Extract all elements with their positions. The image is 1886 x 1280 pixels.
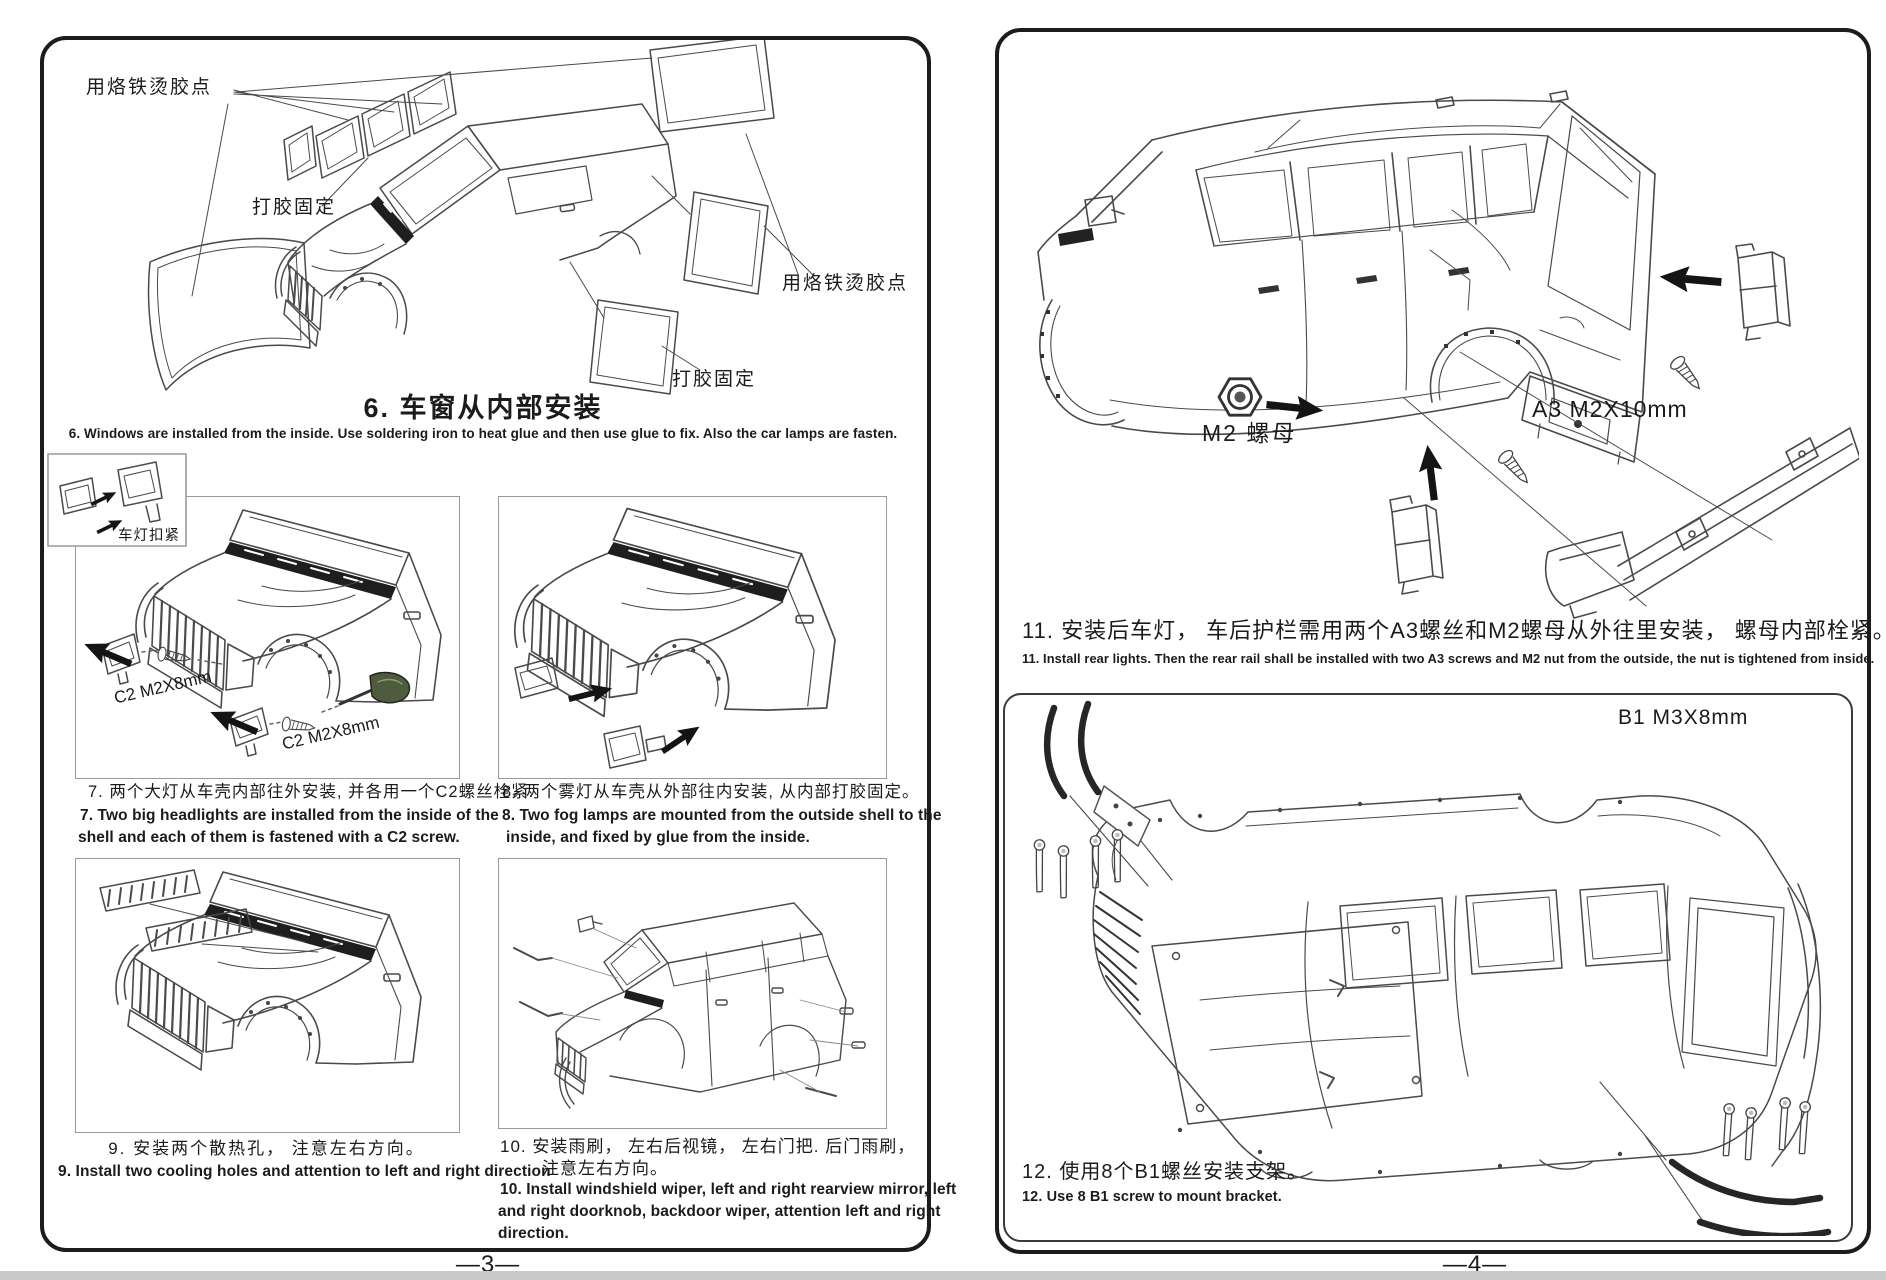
step12-en: 12. Use 8 B1 screw to mount bracket. xyxy=(1022,1189,1282,1205)
label-glue-left: 打胶固定 xyxy=(252,197,337,218)
screw-label-a3: A3 M2X10mm xyxy=(1532,396,1688,422)
step12-zh: 12. 使用8个B1螺丝安装支架。 xyxy=(1022,1161,1308,1183)
step8-zh: 8. 两个雾灯从车壳从外部往内安装, 从内部打胶固定。 xyxy=(502,783,920,801)
bracket-mount-illustration xyxy=(1028,700,1832,1236)
direction-arrow-icon xyxy=(1415,443,1446,502)
foglamp-install-illustration xyxy=(513,507,837,769)
step9-en: 9. Install two cooling holes and attenti… xyxy=(58,1163,551,1180)
direction-arrow-icon xyxy=(1658,263,1723,296)
step12-panel xyxy=(1003,693,1853,1242)
headlight-install-illustration xyxy=(47,453,443,757)
window-install-illustration xyxy=(147,40,815,395)
screw-label-b1: B1 M3X8mm xyxy=(1618,706,1749,729)
wiper-mirror-install-illustration xyxy=(513,902,866,1109)
right-page-border xyxy=(995,28,1871,1254)
cooling-holes-illustration xyxy=(99,869,423,1072)
nut-label: M2 螺母 xyxy=(1202,420,1297,446)
step7-en1: 7. Two big headlights are installed from… xyxy=(80,807,499,824)
left-page-border xyxy=(40,36,931,1252)
inset-label: 车灯扣紧 xyxy=(118,528,180,544)
step10-en3: direction. xyxy=(498,1225,569,1242)
label-glue-right: 打胶固定 xyxy=(672,369,757,390)
step11-en: 11. Install rear lights. Then the rear r… xyxy=(1022,651,1875,666)
step10-en2: and right doorknob, backdoor wiper, atte… xyxy=(498,1203,941,1220)
mount-brackets xyxy=(1043,700,1832,1236)
step8-en1: 8. Two fog lamps are mounted from the ou… xyxy=(502,807,942,824)
step10-panel xyxy=(498,858,887,1129)
label-solder-left: 用烙铁烫胶点 xyxy=(86,77,213,98)
scan-edge-bar xyxy=(0,1271,1886,1280)
inset-box xyxy=(47,453,187,547)
step11-zh: 11. 安装后车灯， 车后护栏需用两个A3螺丝和M2螺母从外往里安装， 螺母内部… xyxy=(1022,618,1886,643)
section6-title: 6. 车窗从内部安装 xyxy=(363,393,603,423)
direction-arrow-icon xyxy=(80,634,136,674)
step8-en2: inside, and fixed by glue from the insid… xyxy=(506,829,810,846)
rear-light-rail-illustration xyxy=(1037,90,1859,619)
section6-desc: 6. Windows are installed from the inside… xyxy=(68,426,898,441)
step10-zh2: 注意左右方向。 xyxy=(542,1159,668,1178)
label-solder-right: 用烙铁烫胶点 xyxy=(782,273,909,294)
step10-zh1: 10. 安装雨刷， 左右后视镜， 左右门把. 后门雨刷， xyxy=(500,1137,916,1156)
step10-en1: 10. Install windshield wiper, left and r… xyxy=(500,1181,957,1198)
step9-zh: 9. 安装两个散热孔， 注意左右方向。 xyxy=(108,1139,425,1158)
step7-en2: shell and each of them is fastened with … xyxy=(78,829,460,846)
step7-zh: 7. 两个大灯从车壳内部往外安装, 并各用一个C2螺丝栓紧. xyxy=(88,783,535,801)
